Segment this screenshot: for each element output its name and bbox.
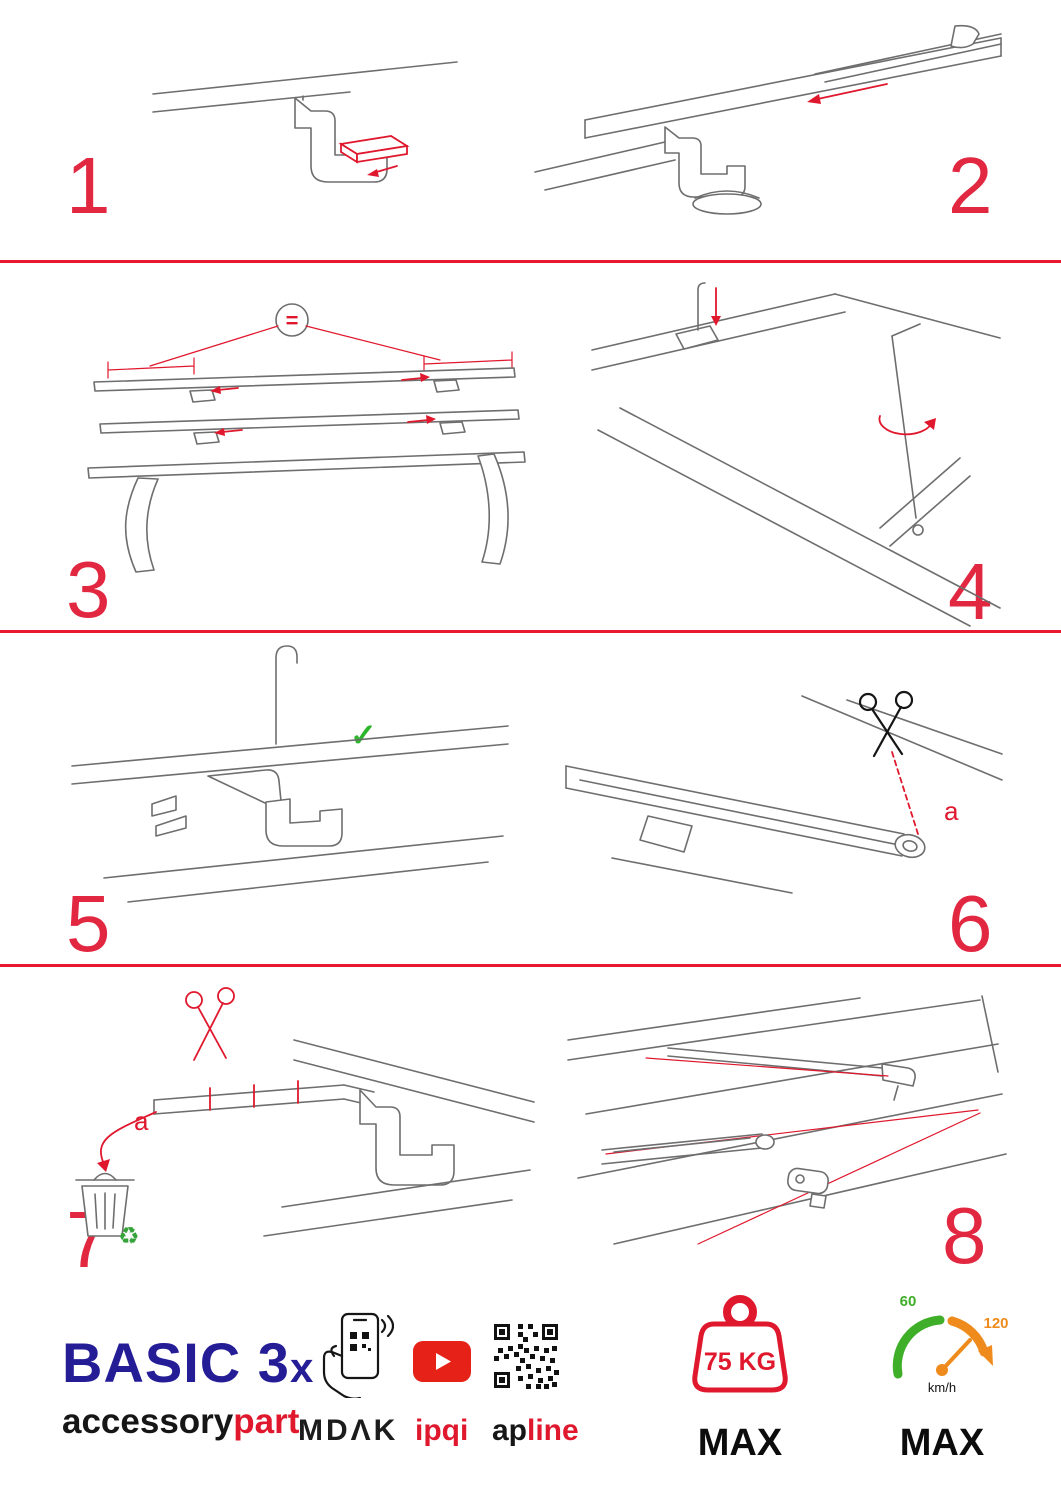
alignment-line (697, 1112, 981, 1245)
step-6-number: 6 (948, 879, 993, 968)
phone-qr-icon (322, 1312, 394, 1398)
dimension-bracket-left (107, 357, 195, 379)
step-3-number: 3 (66, 545, 111, 634)
cut-line (891, 751, 919, 835)
slide-arrow (807, 94, 821, 104)
app-label: MDΛK (298, 1414, 399, 1447)
trash-icon (75, 1172, 135, 1237)
end-cap (950, 24, 980, 49)
cut-part-label: a (134, 1106, 149, 1136)
speed-arrow (978, 1345, 993, 1366)
brand-black: accessory (62, 1402, 234, 1441)
speedometer-icon: 60 120 km/h (892, 1293, 1009, 1395)
discard-arrow (97, 1159, 110, 1172)
support-leg-right (477, 453, 509, 565)
product-name: BASIC 3x (62, 1330, 314, 1395)
step-6-illustration: a (565, 690, 1003, 894)
video-label: ipqi (415, 1414, 469, 1447)
step-2-illustration (534, 24, 1002, 215)
speed-min-label: 60 (900, 1293, 917, 1310)
t-bolt (787, 1167, 829, 1209)
insert-arrow (367, 169, 379, 177)
channel-end (894, 833, 926, 859)
section-divider (0, 630, 1061, 633)
scissors-icon (185, 987, 235, 1061)
qr-label-black: ap (492, 1414, 528, 1447)
weight-max-label: MAX (697, 1422, 783, 1464)
clamp-hook (265, 798, 343, 847)
step-4-illustration (591, 282, 1001, 627)
equal-spacing-label: = (286, 308, 299, 333)
needle (940, 1338, 972, 1372)
clamp-bracket (881, 1063, 916, 1087)
qr-code (494, 1324, 559, 1389)
step-8-illustration (567, 995, 1007, 1245)
clamp-body (207, 769, 282, 804)
locking-pin (697, 282, 706, 331)
speed-max-value: 120 (983, 1315, 1008, 1332)
product-name-main: BASIC 3 (62, 1331, 290, 1394)
clamp-bracket (664, 126, 746, 198)
hex-key (891, 335, 917, 519)
crossbar (93, 367, 516, 392)
check-icon: ✓ (350, 717, 377, 753)
dimension-bracket-right (423, 351, 513, 373)
qr-label-red: line (527, 1414, 579, 1447)
step-1-illustration (152, 61, 458, 183)
locking-pin (275, 645, 298, 745)
crossbar (87, 451, 526, 479)
brand-logo: accessorypart (62, 1402, 299, 1442)
cut-part-label: a (944, 796, 959, 826)
crossbar (99, 409, 520, 434)
clamp-bracket (359, 1089, 455, 1186)
step-3-illustration: = (87, 303, 526, 573)
step-7-illustration: a ♻ (75, 987, 535, 1250)
rotate-arrow (924, 418, 936, 430)
brand-red: part (233, 1402, 300, 1441)
step-2-number: 2 (948, 141, 993, 230)
product-multiplier: x (289, 1344, 315, 1391)
scissors-icon (858, 690, 914, 758)
qr-label: apline (492, 1414, 579, 1448)
weight-icon: 75 KG (692, 1295, 788, 1393)
speed-max-label: MAX (899, 1422, 985, 1464)
support-leg-left (124, 477, 159, 573)
youtube-icon (413, 1341, 471, 1382)
step-5-number: 5 (66, 879, 111, 968)
equal-spacing-badge (275, 303, 309, 337)
step-5-illustration: ✓ (71, 645, 509, 903)
speed-unit: km/h (928, 1380, 956, 1395)
step-8-number: 8 (942, 1191, 987, 1280)
support-foot (639, 815, 693, 853)
section-divider (0, 964, 1061, 967)
section-divider (0, 260, 1061, 263)
step-1-number: 1 (66, 141, 111, 230)
insert-arrow (711, 316, 721, 326)
foot-pad (692, 193, 762, 215)
recycle-icon: ♻ (118, 1223, 140, 1250)
weight-value: 75 KG (704, 1348, 776, 1376)
